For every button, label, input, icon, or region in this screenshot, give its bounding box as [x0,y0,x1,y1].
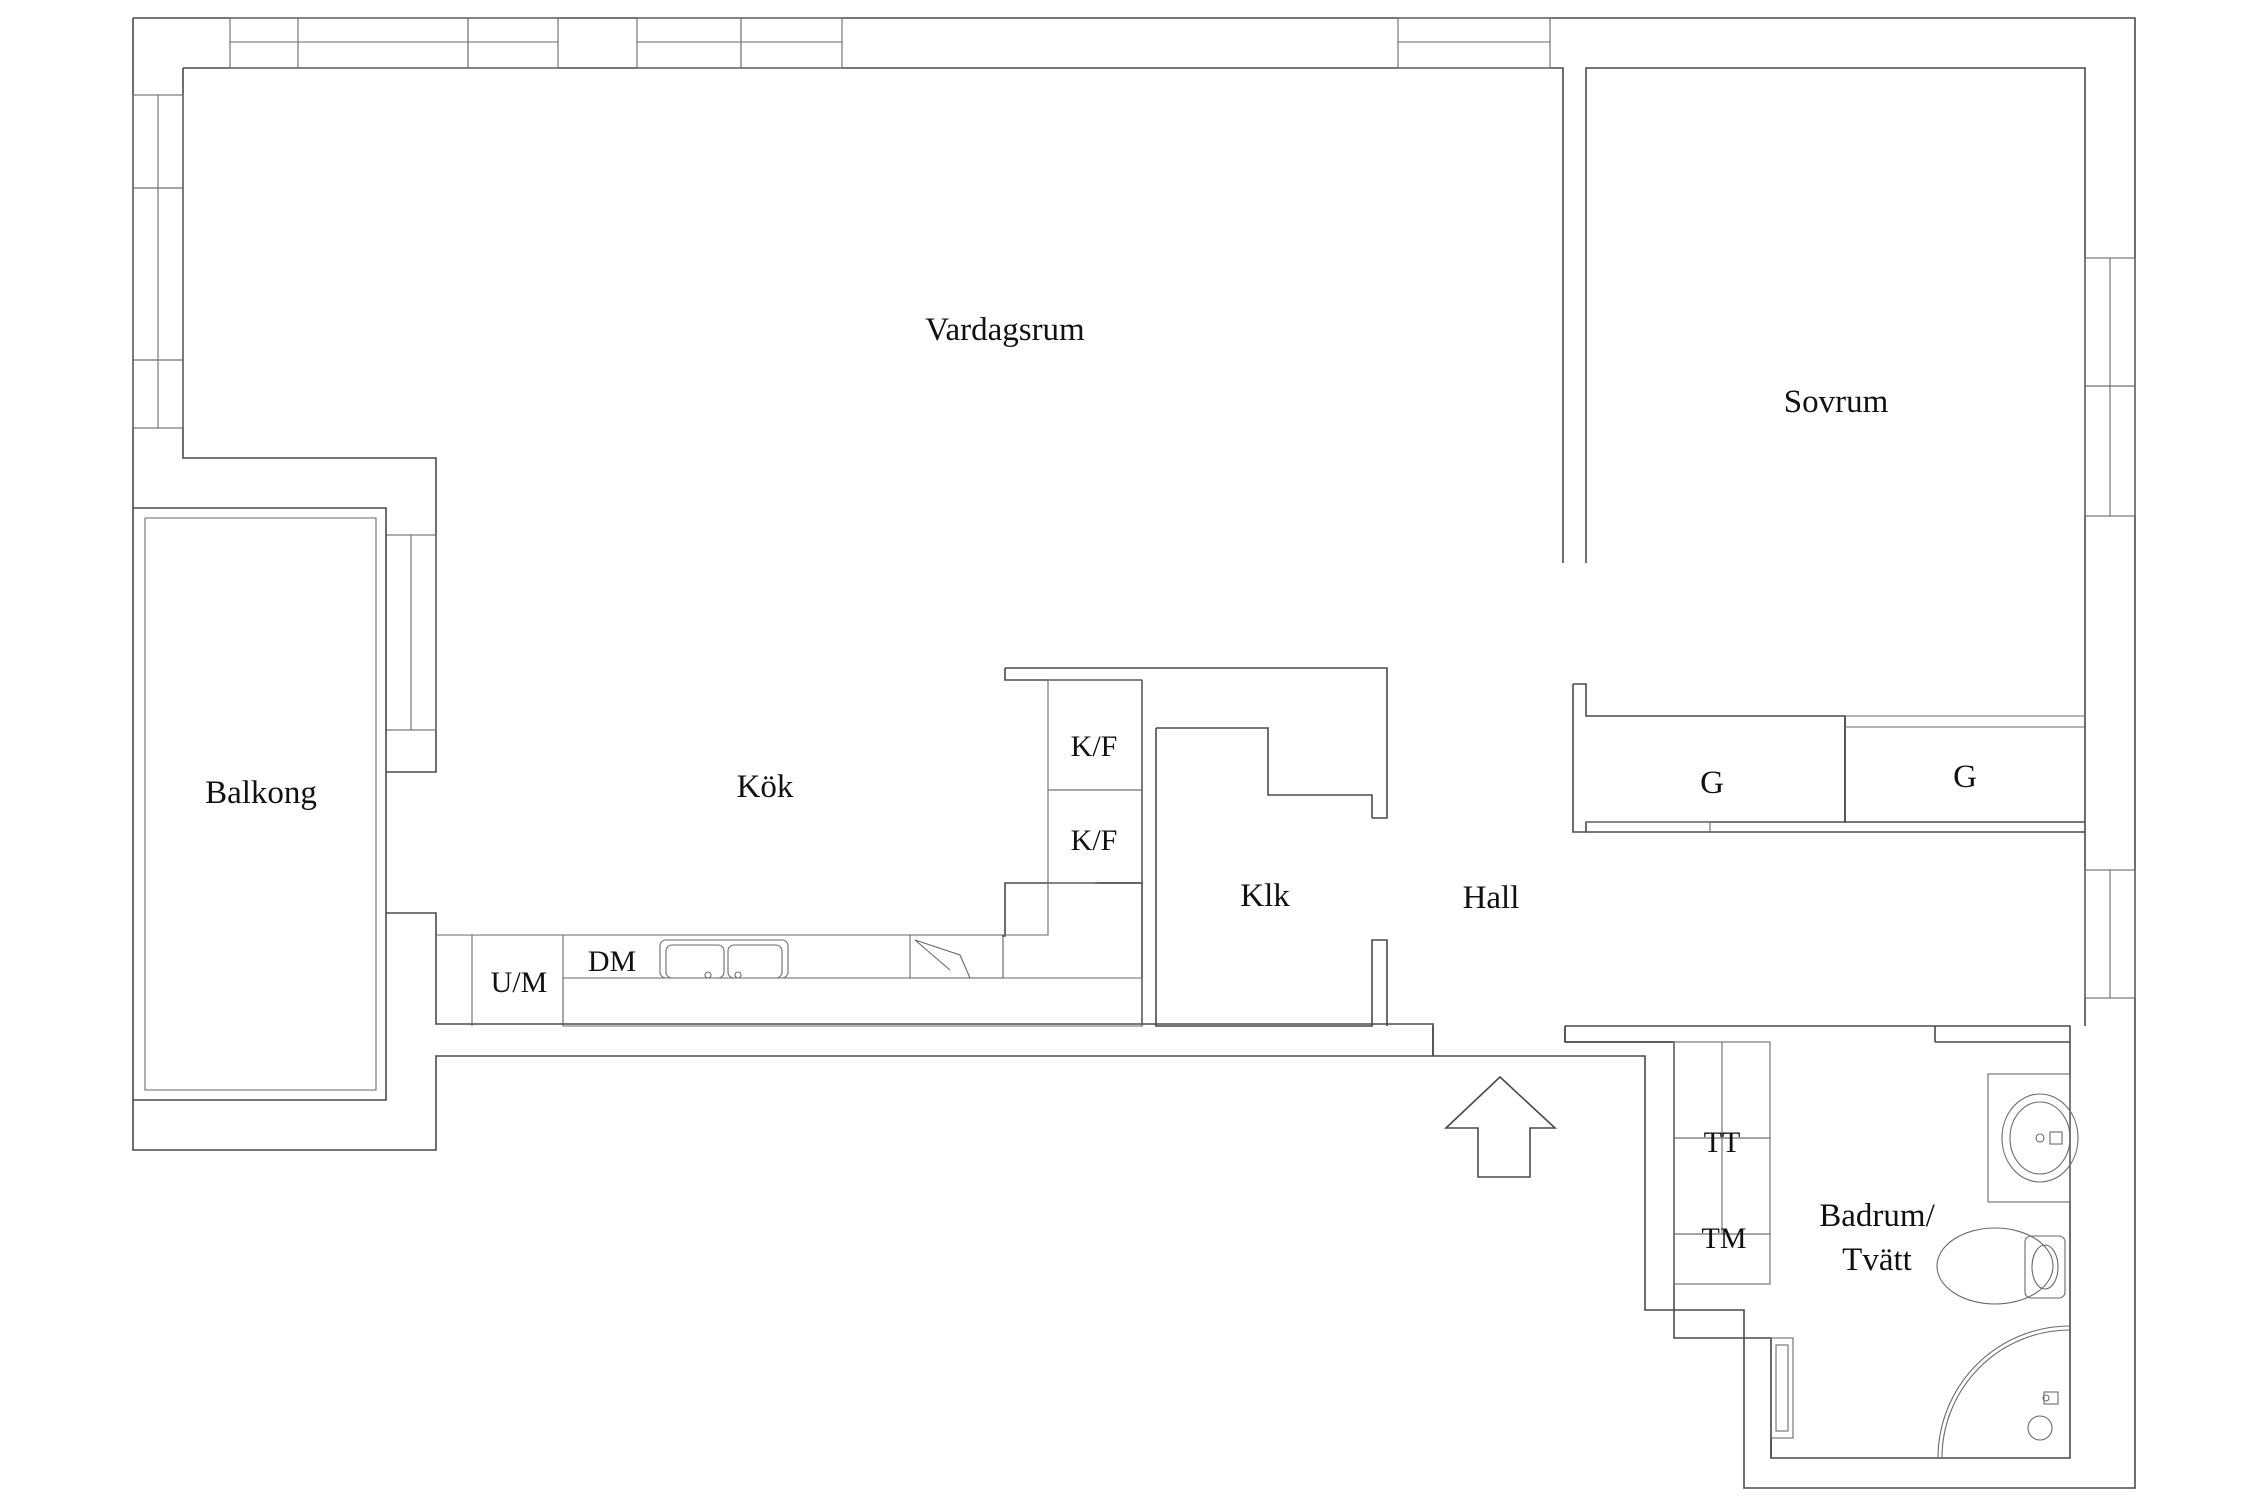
room-label-sovrum: Sovrum [1784,384,1889,420]
room-label-kok: Kök [737,769,794,805]
kitchen-sink-icon [659,939,789,979]
washbasin-icon [1987,1073,2079,1203]
toilet-icon [1936,1227,2066,1305]
outer-walls [132,17,2136,1489]
room-label-badrum: Badrum/ [1819,1198,1935,1234]
interior-walls [1002,667,2085,1458]
bathroom-fixtures [1673,1041,2079,1459]
room-label-vardagsrum: Vardagsrum [925,312,1085,348]
room-label-garderob-2: G [1953,759,1977,795]
entrance-arrow-icon [1443,1075,1558,1178]
fixture-label-kf-bottom: K/F [1071,824,1118,857]
fixture-labels: K/F K/F U/M DM TT TM [491,730,1747,1255]
fixture-label-tt: TT [1704,1126,1741,1159]
fixture-label-kf-top: K/F [1071,730,1118,763]
room-label-garderob-1: G [1700,765,1724,801]
fixture-label-tm: TM [1702,1222,1747,1255]
room-label-hall: Hall [1463,880,1520,916]
room-label-balkong: Balkong [205,775,317,811]
stove-icon [909,934,1004,979]
kitchen-fixtures [436,679,1143,1027]
balcony [133,507,387,1101]
shower-icon [1937,1325,2071,1459]
room-labels: Vardagsrum Sovrum Balkong Kök Klk Hall G… [205,312,1977,1278]
fixture-label-dm: DM [588,945,636,978]
room-label-tvatt: Tvätt [1842,1242,1912,1278]
room-label-klk: Klk [1240,878,1290,914]
fixture-label-um: U/M [491,966,548,999]
windows [132,17,2136,999]
